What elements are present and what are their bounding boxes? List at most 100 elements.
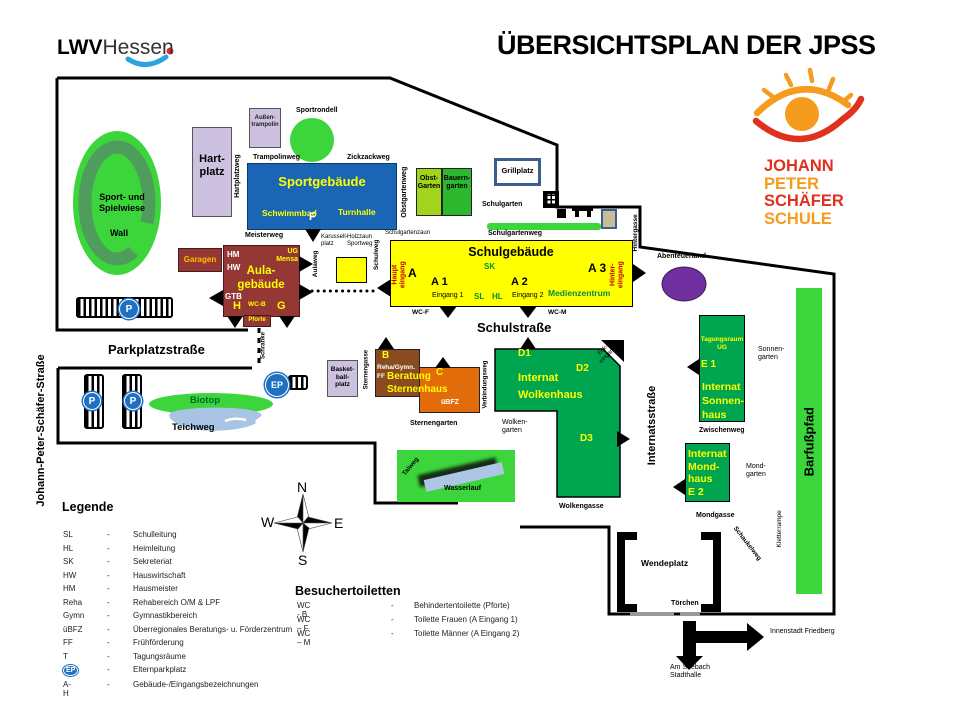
eingang2-label: Eingang 2 <box>512 292 544 299</box>
toilet-value: Behindertentoilette (Pforte) <box>414 601 510 610</box>
trampolinweg-label: Trampolinweg <box>253 154 301 161</box>
mondgasse-label: Mondgasse <box>696 512 735 519</box>
entrance-d3-label: D3 <box>580 433 593 444</box>
legend-list: SL-Schulleitung HL-Heimleitung SK-Sekret… <box>60 530 390 700</box>
entrance-mensa-icon <box>299 256 313 272</box>
legend-key: üBFZ <box>63 624 83 634</box>
obstgarten-label: Obst- Garten <box>417 175 441 191</box>
legend-value: Rehabereich O/M & LPF <box>133 597 221 607</box>
jpss-logo-line1: JOHANN <box>764 157 834 175</box>
sternengasse-label: Sternengasse <box>363 349 370 390</box>
hintereingang-label: Hinter- eingang <box>609 261 624 289</box>
legend-title: Legende <box>62 500 114 514</box>
eye-smile-icon <box>752 95 865 143</box>
schaukelweg-label: Schaukelweg <box>731 525 763 563</box>
biotop-label: Biotop <box>190 395 221 406</box>
abenteuerland-label: Abenteuerland <box>657 253 707 260</box>
zickzackweg-label: Zickzackweg <box>347 154 390 161</box>
legend-value: Gymnastikbereich <box>133 611 198 620</box>
basketballplatz-area <box>327 360 358 397</box>
legend-key: HM <box>63 584 76 593</box>
aussentrampolin-label: Außen- trampolin <box>251 115 279 129</box>
arrow-innenstadt-icon <box>696 623 764 651</box>
wcm-label: WC-M <box>548 309 567 316</box>
internatsstrasse-label: Internatsstraße <box>646 385 659 466</box>
grillplatz-label: Grillplatz <box>501 166 534 175</box>
ep-letters: EP <box>270 380 283 390</box>
pforte-building <box>243 315 271 327</box>
sternengarten-label: Sternengarten <box>410 420 458 427</box>
entrance-f-label: F <box>309 211 316 223</box>
aula-label: Aula- gebäude <box>237 265 285 292</box>
jpss-logo-line4: SCHULE <box>764 209 832 228</box>
table-leg-icon <box>575 211 579 217</box>
legend-dash: - <box>107 665 110 674</box>
entrance-c-label: C <box>436 367 444 378</box>
hartplatz-area <box>192 127 232 217</box>
obstgartenweg-label: Obstgartenweg <box>400 166 408 218</box>
hartplatzweg-label: Hartplatzweg <box>233 154 241 198</box>
eye-lid-icon <box>753 86 852 117</box>
legend-key: A-H <box>63 679 71 698</box>
legend-value: Schulleitung <box>133 530 177 539</box>
table-leg-icon <box>587 211 591 217</box>
entrance-e1-label: E 1 <box>701 359 717 370</box>
karussellplatz-label: Karussell- platz <box>321 234 348 248</box>
basketballplatz-label: Basket- ball- platz <box>330 366 355 389</box>
obstgarten-area <box>416 168 442 216</box>
parking-letter: P <box>125 303 133 315</box>
innenstadt-label: Innenstadt Friedberg <box>770 628 835 635</box>
entrance-e2-icon <box>673 479 685 495</box>
toilets-list: WC - B-Behindertentoilette (Pforte) WC –… <box>295 599 625 649</box>
toilets-title: Besuchertoiletten <box>295 584 401 598</box>
schwimmbad-label: Schwimmbad <box>262 208 317 218</box>
entrance-a3-label: A 3 <box>588 261 607 275</box>
sportrondell-label: Sportrondell <box>296 107 338 114</box>
parking-letter: P <box>129 395 137 407</box>
legend-dash: - <box>107 557 110 566</box>
schranke-label: Schranke <box>260 332 267 360</box>
legend-value: Tagungsräume <box>133 651 186 661</box>
page-title: ÜBERSICHTSPLAN DER JPSS <box>497 30 876 60</box>
abenteuerland-circle <box>661 266 707 302</box>
johann-peter-schaefer-strasse-label: Johann-Peter-Schäfer-Straße <box>35 354 48 507</box>
haupteingang-label: Haupt eingang <box>391 261 406 289</box>
sternenhaus-beratung-building <box>419 367 480 413</box>
spielwiese-label: Sport- und Spielwiese <box>98 192 146 213</box>
legend-key: HL <box>63 543 74 553</box>
teichweg-label: Teichweg <box>172 422 215 433</box>
lwv-logo-bold: LWV <box>57 36 103 59</box>
legend-key: FF <box>63 638 73 647</box>
entrance-a1-icon <box>439 306 457 318</box>
legend-dash: - <box>107 651 110 661</box>
grillplatz-area <box>494 158 541 186</box>
garagen-building <box>178 248 222 272</box>
legend-dash: - <box>107 543 110 553</box>
mondhaus-label: Internat Mond- haus E 2 <box>688 448 727 498</box>
wendeplatz-bracket-right <box>701 532 721 612</box>
barfusspfad-strip <box>796 288 822 594</box>
entrance-b-label: B <box>382 350 390 361</box>
legend-value: Hausmeister <box>133 584 178 593</box>
legend-dash: - <box>107 638 110 647</box>
legend-dash: - <box>107 570 110 580</box>
legend-value: Überregionales Beratungs- u. Förderzentr… <box>133 624 293 634</box>
eye-iris-icon <box>785 97 819 131</box>
entrance-d1-label: D1 <box>518 348 531 359</box>
ug-mensa-label: UG Mensa <box>276 248 298 264</box>
wasserlauf-label: Wasserlauf <box>444 485 482 492</box>
mondgarten-label: Mond- garten <box>746 463 766 479</box>
schulstrasse-label: Schulstraße <box>477 320 552 335</box>
legend-key: Gymn <box>63 611 85 620</box>
toilet-key: WC – F <box>297 615 311 633</box>
compass-e-label: E <box>334 515 344 531</box>
turnhalle-label: Turnhalle <box>338 207 376 217</box>
legend-dash: - <box>107 584 110 593</box>
sonnengarten-label: Sonnen- garten <box>758 346 785 362</box>
parking-strip-ep <box>288 375 308 390</box>
aula-building <box>223 245 300 317</box>
toilet-value: Toilette Frauen (A Eingang 1) <box>414 615 518 624</box>
wall-label: Wall <box>110 228 129 238</box>
entrance-g-label: G <box>277 300 286 312</box>
